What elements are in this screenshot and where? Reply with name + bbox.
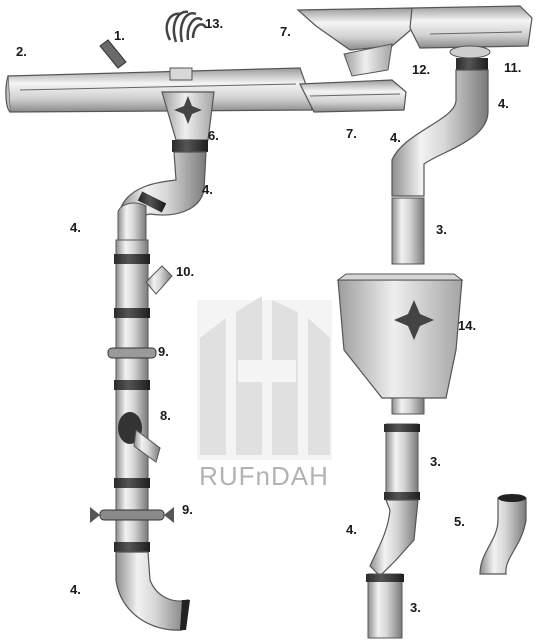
gutter-funnel-left (161, 91, 215, 152)
left-downpipe (114, 151, 207, 571)
label-4-right-elbow: 4. (390, 130, 401, 145)
pipe-tee-branch (145, 265, 173, 295)
gutter-outlet-upper (343, 43, 393, 77)
label-5: 5. (454, 514, 465, 529)
label-9-upper: 9. (158, 344, 169, 359)
label-2: 2. (16, 44, 27, 59)
label-7-lower: 7. (346, 126, 357, 141)
label-6: 6. (208, 128, 219, 143)
label-11: 11. (504, 60, 521, 75)
pipe-clamp-upper (107, 347, 157, 359)
label-13: 13. (205, 16, 223, 31)
label-4-right-lower: 4. (346, 522, 357, 537)
right-upper-downpipe (391, 58, 489, 197)
label-1: 1. (114, 28, 125, 43)
gutter-corner-lower (299, 79, 407, 113)
watermark-logo (197, 296, 332, 460)
label-4-left-pipe: 4. (70, 220, 81, 235)
label-4-bottom-outlet: 4. (70, 582, 81, 597)
right-lower-downpipe (366, 423, 420, 639)
label-7-top: 7. (280, 24, 291, 39)
label-3-upper: 3. (436, 222, 447, 237)
label-8: 8. (160, 408, 171, 423)
gutter-corner-upper (296, 7, 421, 51)
pipe-bend-loose (479, 494, 527, 575)
label-4-right-top: 4. (498, 96, 509, 111)
gutter-bracket (99, 39, 127, 69)
label-10: 10. (176, 264, 194, 279)
label-14: 14. (458, 318, 476, 333)
label-3-bottom: 3. (410, 600, 421, 615)
watermark-text: RUFnDAH (199, 461, 329, 491)
pipe-segment-upper (391, 197, 425, 265)
gutter-end-cap-section (409, 5, 533, 59)
main-gutter (5, 67, 313, 113)
label-9-lower: 9. (182, 502, 193, 517)
drain-outlet-elbow (115, 551, 190, 631)
water-collector-box (336, 273, 464, 415)
rain-water-diverter (118, 412, 161, 463)
pipe-clamp-decorative (90, 507, 174, 523)
label-3-middle: 3. (430, 454, 441, 469)
label-12: 12. (412, 62, 430, 77)
gutter-hooks-bundle (165, 10, 208, 43)
label-4-left-elbow: 4. (202, 182, 213, 197)
